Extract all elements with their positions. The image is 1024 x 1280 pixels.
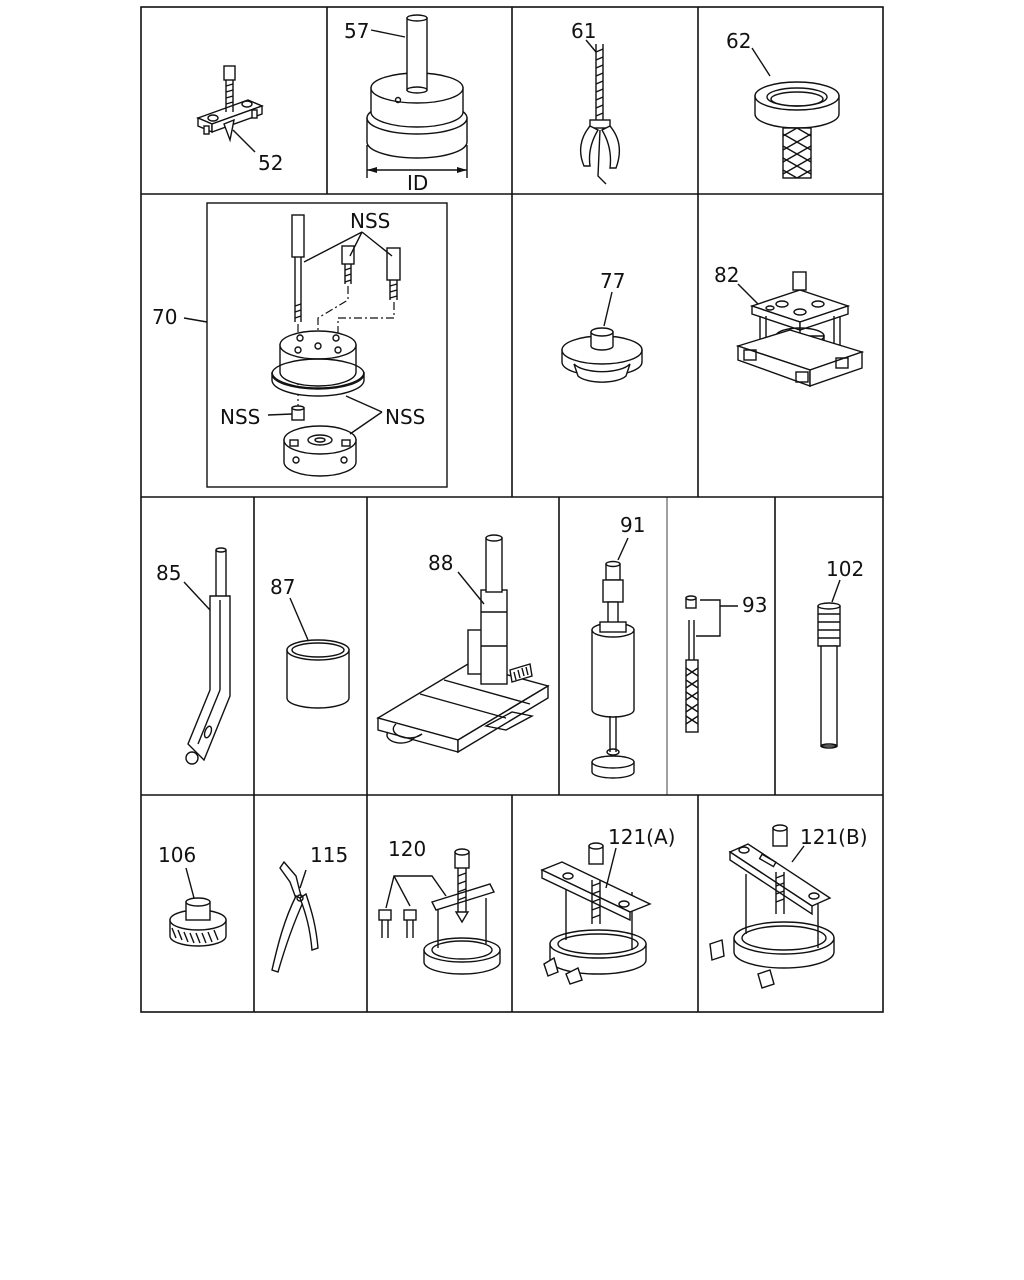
part-number-57: 57	[344, 19, 369, 43]
part-number-82: 82	[714, 263, 739, 287]
tool-121b-drawing	[709, 824, 835, 989]
tool-77-drawing	[561, 291, 643, 383]
part-number-61: 61	[571, 19, 596, 43]
part-number-106: 106	[158, 843, 196, 867]
part-number-87: 87	[270, 575, 295, 599]
part-number-93: 93	[742, 593, 767, 617]
nss-label-left: NSS	[220, 405, 260, 429]
tool-121a-drawing	[540, 842, 652, 985]
tool-70-drawing	[183, 202, 448, 488]
tool-87-drawing	[286, 597, 350, 709]
nss-label-top: NSS	[350, 209, 390, 233]
part-number-62: 62	[726, 29, 751, 53]
tool-120-drawing	[378, 848, 501, 975]
part-number-121a: 121(A)	[608, 825, 675, 849]
tool-85-drawing	[183, 547, 231, 765]
tool-52-drawing	[196, 65, 264, 153]
part-number-115: 115	[310, 843, 348, 867]
part-number-52: 52	[258, 151, 283, 175]
tool-82-drawing	[735, 271, 865, 387]
tool-57-drawing	[366, 14, 468, 178]
tool-102-drawing	[817, 579, 841, 749]
tool-115-drawing	[271, 860, 319, 973]
part-number-121b: 121(B)	[800, 825, 868, 849]
part-number-77: 77	[600, 269, 625, 293]
part-number-88: 88	[428, 551, 453, 575]
part-number-70: 70	[152, 305, 177, 329]
part-number-102: 102	[826, 557, 864, 581]
tool-61-drawing	[579, 39, 621, 185]
inner-diameter-label: ID	[407, 171, 428, 195]
tool-91-drawing	[591, 537, 635, 779]
tool-88-drawing	[376, 534, 550, 754]
tool-93-drawing	[685, 595, 738, 733]
part-number-85: 85	[156, 561, 181, 585]
tool-106-drawing	[169, 867, 227, 947]
part-number-91: 91	[620, 513, 645, 537]
tool-62-drawing	[751, 47, 840, 179]
diagram-grid	[140, 6, 884, 1013]
nss-label-right: NSS	[385, 405, 425, 429]
part-number-120: 120	[388, 837, 426, 861]
